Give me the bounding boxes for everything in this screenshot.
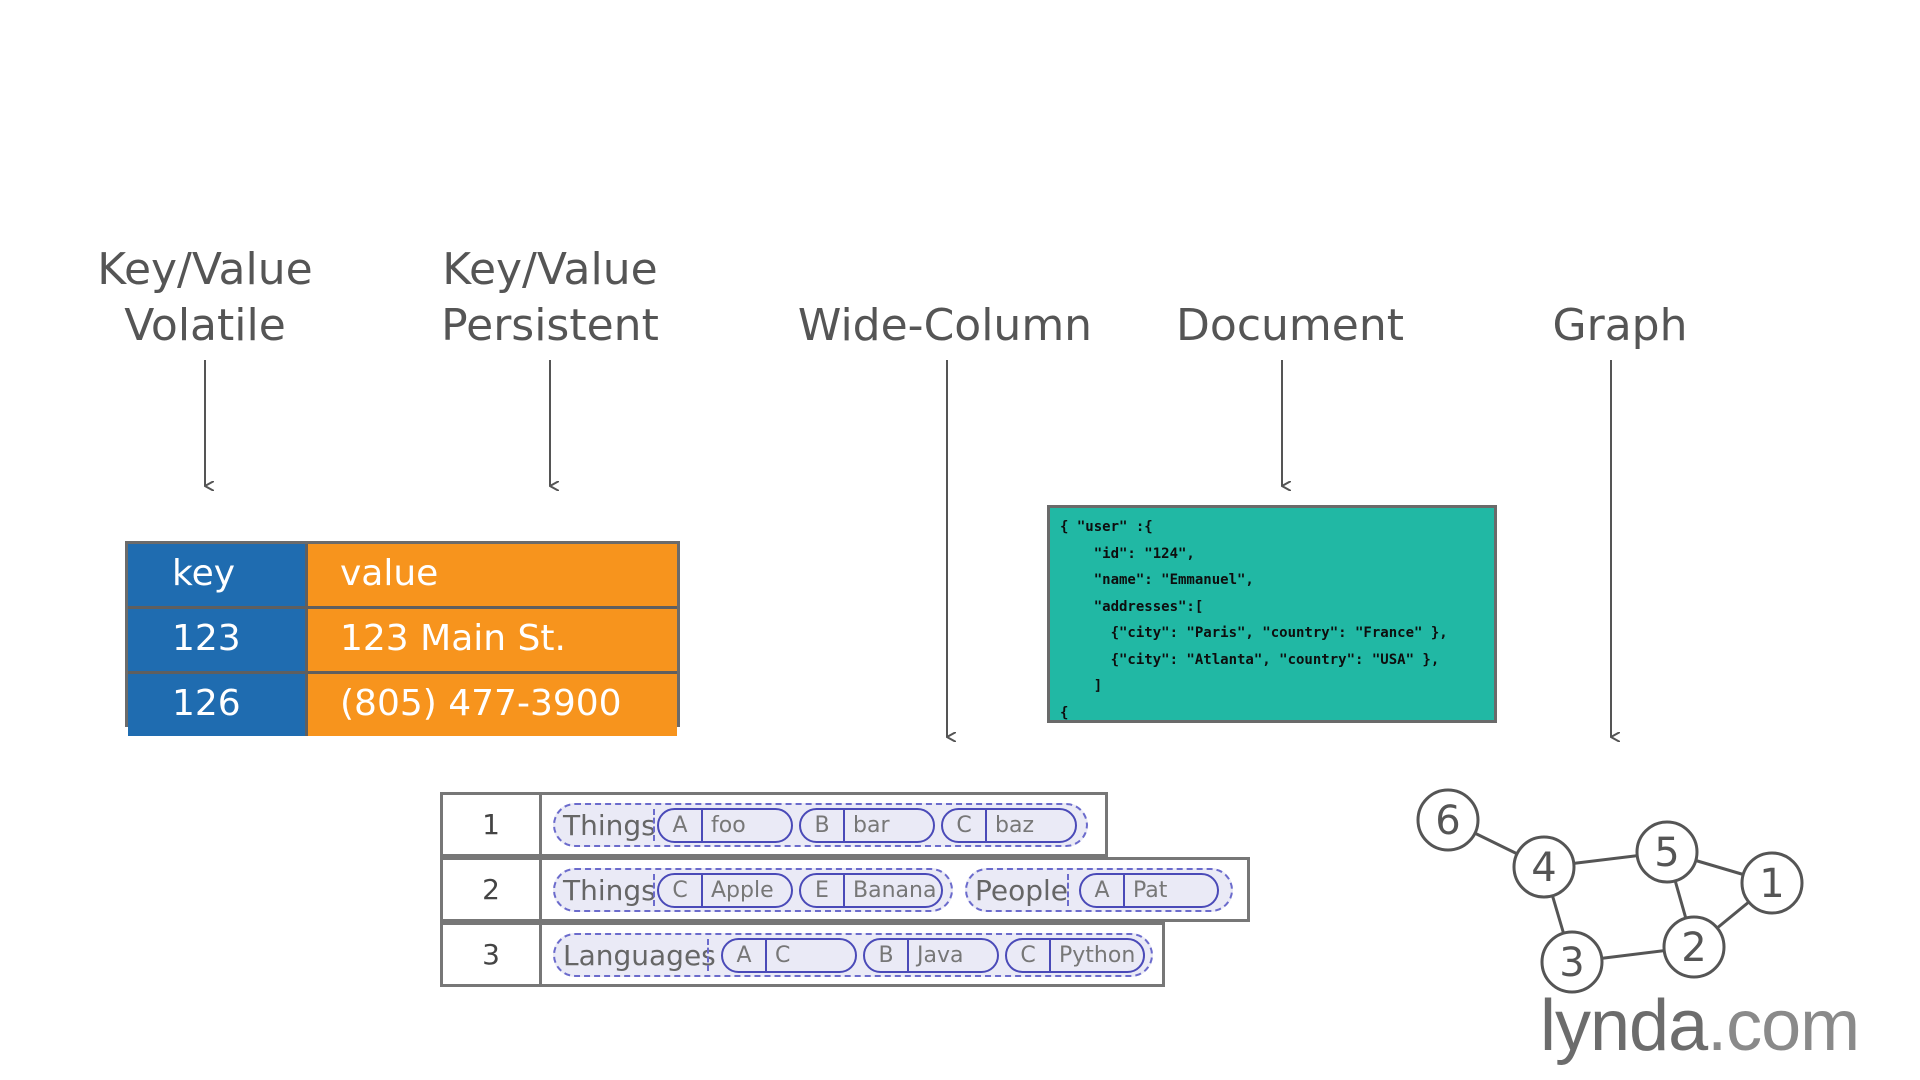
json-line: {"city": "Paris", "country": "France" },: [1060, 625, 1448, 641]
json-line: "name": "Emmanuel",: [1060, 572, 1254, 588]
graph-node: 6: [1416, 788, 1480, 852]
category-label-line: Key/Value: [97, 244, 313, 295]
row-id: 1: [443, 795, 542, 854]
row-id: 3: [443, 925, 542, 984]
column-value: baz: [995, 813, 1034, 838]
wide-column-row: 1 Things A foo B bar C baz: [440, 792, 1108, 857]
column-family: Things C Apple E Banana: [553, 868, 953, 912]
json-line: "addresses":[: [1060, 598, 1204, 615]
graph-node: 5: [1635, 820, 1699, 884]
json-line: { "user" :{: [1060, 519, 1153, 535]
category-label-line: Volatile: [124, 300, 286, 351]
category-label-line: Persistent: [441, 300, 659, 351]
graph-node-label: 3: [1559, 940, 1584, 986]
category-label-kv-persistent: Key/Value Persistent: [420, 242, 680, 354]
category-label-line: Document: [1176, 300, 1404, 351]
category-label-kv-volatile: Key/Value Volatile: [80, 242, 330, 354]
row-id: 2: [443, 860, 542, 919]
category-label-wide-column: Wide-Column: [790, 298, 1100, 354]
kv-header-key: key: [128, 544, 308, 606]
column-cell: A foo: [657, 808, 793, 843]
graph-node-label: 1: [1759, 861, 1784, 907]
column-key: C: [659, 875, 703, 906]
family-separator: [707, 939, 709, 971]
column-key: A: [659, 810, 703, 841]
lynda-logo: lynda.com: [1540, 985, 1860, 1067]
category-label-graph: Graph: [1520, 298, 1720, 354]
kv-table: key value 123 123 Main St. 126 (805) 477…: [125, 541, 680, 736]
column-value: C: [775, 943, 791, 968]
column-value: bar: [853, 813, 890, 838]
graph-node-label: 6: [1435, 798, 1460, 844]
json-line: {: [1060, 704, 1069, 721]
column-key: E: [801, 875, 845, 906]
family-separator: [653, 809, 655, 841]
column-key: B: [865, 940, 909, 971]
graph-node: 3: [1540, 930, 1604, 994]
column-family-name: People: [975, 874, 1069, 907]
graph-node-label: 2: [1681, 925, 1706, 971]
column-key: A: [723, 940, 767, 971]
kv-key-cell: 123: [128, 609, 308, 671]
json-line: ]: [1060, 678, 1103, 694]
column-cell: E Banana: [799, 873, 943, 908]
category-label-line: Graph: [1552, 300, 1688, 351]
category-label-document: Document: [1160, 298, 1420, 354]
column-key: C: [1007, 940, 1051, 971]
column-key: C: [943, 810, 987, 841]
kv-row: 126 (805) 477-3900: [128, 671, 677, 736]
column-family-name: Things: [563, 809, 656, 842]
column-value: Pat: [1133, 878, 1168, 903]
column-family: Things A foo B bar C baz: [553, 803, 1088, 847]
json-line: "id": "124",: [1060, 545, 1195, 562]
column-family: Languages A C B Java C Python: [553, 933, 1153, 977]
graph-node-label: 5: [1654, 830, 1679, 876]
graph-node: 4: [1512, 835, 1576, 899]
kv-key-cell: 126: [128, 674, 308, 736]
category-label-line: Key/Value: [442, 244, 658, 295]
column-cell: A C: [721, 938, 857, 973]
graph-node: 1: [1740, 851, 1804, 915]
column-family: People A Pat: [965, 868, 1233, 912]
column-cell: B Java: [863, 938, 999, 973]
column-key: B: [801, 810, 845, 841]
kv-header-value: value: [308, 544, 677, 606]
column-cell: C Python: [1005, 938, 1145, 973]
column-value: foo: [711, 813, 746, 838]
column-cell: B bar: [799, 808, 935, 843]
column-value: Banana: [853, 878, 937, 903]
category-label-line: Wide-Column: [797, 300, 1093, 351]
family-separator: [653, 874, 655, 906]
kv-header-row: key value: [128, 544, 677, 606]
column-cell: C baz: [941, 808, 1077, 843]
logo-main: lynda: [1540, 986, 1708, 1066]
column-family-name: Languages: [563, 939, 716, 972]
kv-value-cell: 123 Main St.: [308, 609, 677, 671]
column-value: Java: [917, 943, 964, 968]
column-key: A: [1081, 875, 1125, 906]
graph-node-label: 4: [1531, 845, 1556, 891]
logo-suffix: .com: [1707, 986, 1860, 1066]
wide-column-row: 3 Languages A C B Java C Python: [440, 922, 1165, 987]
family-separator: [1067, 874, 1069, 906]
column-value: Python: [1059, 943, 1136, 968]
graph-node: 2: [1662, 915, 1726, 979]
kv-row: 123 123 Main St.: [128, 606, 677, 671]
wide-column-row: 2 Things C Apple E Banana People A Pat: [440, 857, 1250, 922]
document-json-box: { "user" :{ "id": "124", "name": "Emmanu…: [1047, 505, 1497, 723]
column-cell: A Pat: [1079, 873, 1219, 908]
column-cell: C Apple: [657, 873, 793, 908]
column-family-name: Things: [563, 874, 656, 907]
json-line: {"city": "Atlanta", "country": "USA" },: [1060, 651, 1440, 668]
column-value: Apple: [711, 878, 774, 903]
kv-value-cell: (805) 477-3900: [308, 674, 677, 736]
